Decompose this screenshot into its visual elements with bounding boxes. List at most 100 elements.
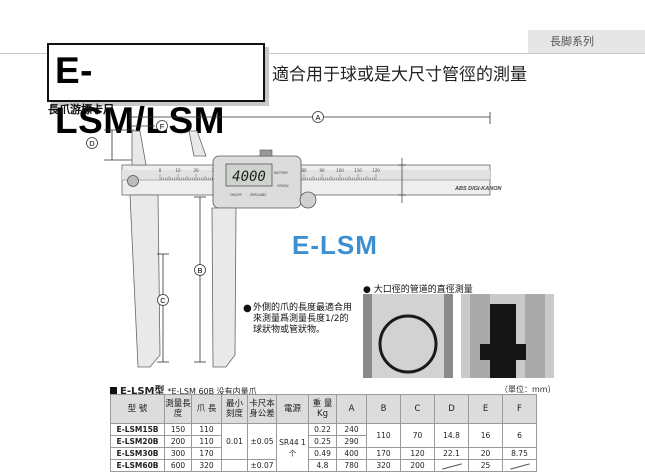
scale-number: 20 xyxy=(193,168,199,173)
header-c: C xyxy=(400,394,435,424)
cell-f-dash xyxy=(502,459,537,472)
cell-e: 16 xyxy=(468,423,503,448)
table-row: E-LSM30B 300 170 0.49 400 170 120 22.1 2… xyxy=(110,447,537,460)
cell-model: E-LSM30B xyxy=(110,447,165,460)
dim-label-f: F xyxy=(160,122,165,131)
cell-a: 290 xyxy=(336,435,367,448)
photo-caption: ● 大口徑的管道的直徑測量 xyxy=(363,285,473,295)
spec-table: 型 號 測量長度 爪 長 最小刻度 卡尺本身公差 電源 重 量 Kg A B C… xyxy=(110,394,537,472)
header-model: 型 號 xyxy=(110,394,165,424)
scale-number: 80 xyxy=(301,168,307,173)
title-square-icon xyxy=(110,387,117,394)
header-d: D xyxy=(434,394,469,424)
cell-f: 6 xyxy=(502,423,537,448)
cell-d: 22.1 xyxy=(434,447,469,460)
jaw-note-text: 外側的爪的長度最適合用來測量爲測量長度1/2的球狀物或管狀物。 xyxy=(253,303,353,335)
moving-jaw xyxy=(188,130,237,368)
cell-model: E-LSM60B xyxy=(110,459,165,472)
header-a: A xyxy=(336,394,367,424)
dash-mark xyxy=(509,462,530,470)
table-row: E-LSM60B 600 320 ±0.07 4.8 780 320 200 2… xyxy=(110,459,537,472)
cell-range: 150 xyxy=(164,423,192,436)
cell-a: 240 xyxy=(336,423,367,436)
cell-weight: 0.22 xyxy=(308,423,337,436)
header-tolerance: 卡尺本身公差 xyxy=(247,394,277,424)
cell-weight: 4.8 xyxy=(308,459,337,472)
dim-label-c: C xyxy=(160,296,166,305)
header-jaw: 爪 長 xyxy=(191,394,222,424)
cell-b: 110 xyxy=(366,423,401,448)
btn-label-zero: ZERO/ABS xyxy=(250,193,266,197)
dimension-b: B xyxy=(194,196,206,363)
cell-min-scale-empty xyxy=(221,459,248,472)
mitutoyo-logo xyxy=(127,175,139,187)
dimension-e xyxy=(398,158,406,203)
thumb-roller xyxy=(299,191,317,209)
table-header-row: 型 號 測量長度 爪 長 最小刻度 卡尺本身公差 電源 重 量 Kg A B C… xyxy=(110,394,537,424)
cell-weight: 0.49 xyxy=(308,447,337,460)
dim-label-b: B xyxy=(197,266,202,275)
photo-ring xyxy=(363,294,453,378)
header-f: F xyxy=(502,394,537,424)
scale-number: 120 xyxy=(372,168,380,173)
cell-c: 120 xyxy=(400,447,435,460)
table-title: E-LSM型*E-LSM 60B 没有内量爪 xyxy=(110,382,257,397)
watermark: E-LSM xyxy=(292,230,378,260)
photo-jaw xyxy=(461,294,554,378)
cell-a: 400 xyxy=(336,447,367,460)
cell-min-scale: 0.01 xyxy=(221,423,248,460)
cell-a: 780 xyxy=(336,459,367,472)
cell-tolerance: ±0.07 xyxy=(247,459,277,472)
sub-title: 長爪游標卡尺 xyxy=(48,103,114,116)
header-weight: 重 量 Kg xyxy=(308,394,337,424)
cell-model: E-LSM20B xyxy=(110,435,165,448)
header-power: 電源 xyxy=(276,394,309,424)
model-title: E-LSM/LSM xyxy=(55,50,225,141)
slider-unit: 4000 ON/OFF ZERO/ABS BATTERY ORIGIN xyxy=(212,149,317,209)
cell-tolerance: ±0.05 xyxy=(247,423,277,460)
header-b: B xyxy=(366,394,401,424)
display-reading: 4000 xyxy=(232,169,266,185)
fixed-jaw xyxy=(129,130,161,368)
btn-label-battery: BATTERY xyxy=(274,171,288,175)
header-e: E xyxy=(468,394,503,424)
dimension-f: F xyxy=(130,120,168,132)
dimension-a: A xyxy=(129,111,491,124)
header-min-scale: 最小刻度 xyxy=(221,394,248,424)
dimension-d: D xyxy=(86,129,134,161)
caliper-beam: 0102030405060708090100110120 ABS DIGI-KA… xyxy=(121,164,502,196)
cell-c: 200 xyxy=(400,459,435,472)
scale-number: 10 xyxy=(175,168,181,173)
cell-range: 300 xyxy=(164,447,192,460)
scale-number: 0 xyxy=(159,168,162,173)
table-title-note: *E-LSM 60B 没有内量爪 xyxy=(167,387,257,396)
scale-number: 110 xyxy=(354,168,362,173)
bullet-dot: ● xyxy=(243,303,252,314)
cell-e: 20 xyxy=(468,447,503,460)
jaw-note: ● 外側的爪的長度最適合用來測量爲測量長度1/2的球狀物或管狀物。 xyxy=(243,303,355,336)
cell-weight: 0.25 xyxy=(308,435,337,448)
header-rule xyxy=(0,53,645,54)
cell-b: 320 xyxy=(366,459,401,472)
cell-jaw: 170 xyxy=(191,447,222,460)
cell-power: SR44 1个 xyxy=(276,423,309,472)
header-range: 測量長度 xyxy=(164,394,192,424)
cell-b: 170 xyxy=(366,447,401,460)
cell-d: 14.8 xyxy=(434,423,469,448)
cell-jaw: 110 xyxy=(191,435,222,448)
model-title-box xyxy=(47,43,265,102)
table-title-text: E-LSM型 xyxy=(120,386,165,397)
cell-model: E-LSM15B xyxy=(110,423,165,436)
dimension-c: C xyxy=(157,253,169,363)
cell-jaw: 320 xyxy=(191,459,222,472)
dash-mark xyxy=(441,462,462,470)
cell-range: 200 xyxy=(164,435,192,448)
cell-jaw: 110 xyxy=(191,423,222,436)
scale-number: 90 xyxy=(319,168,325,173)
unit-note: （單位：mm） xyxy=(500,385,556,394)
btn-label-onoff: ON/OFF xyxy=(230,193,242,197)
cell-c: 70 xyxy=(400,423,435,448)
scale-number: 100 xyxy=(336,168,344,173)
dim-label-d: D xyxy=(89,139,95,148)
